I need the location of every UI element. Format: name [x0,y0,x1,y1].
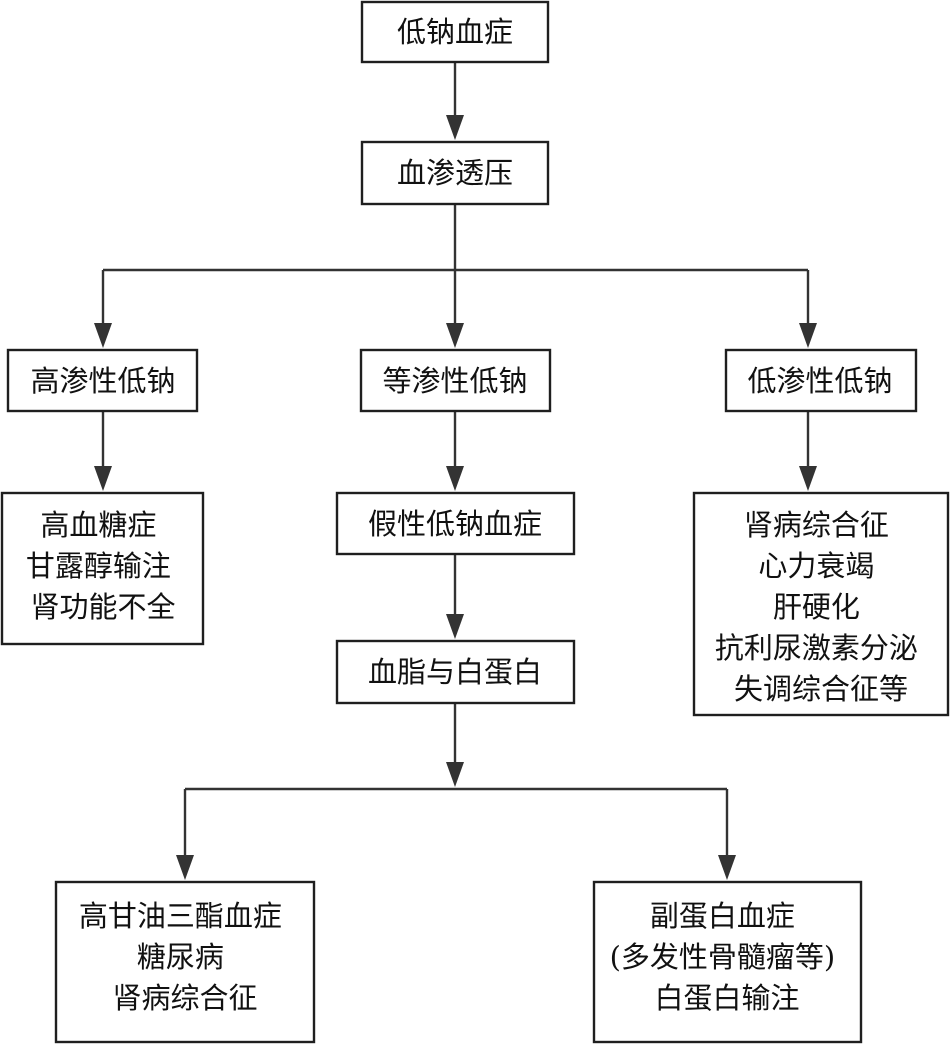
node-line: 肝硬化 [773,590,860,624]
arrowhead [176,855,194,880]
node-line: 抗利尿激素分泌 [715,631,918,665]
node-lipid-causes: 高甘油三酯血症 糖尿病 肾病综合征 [54,880,316,1044]
node-hyperosmolar-causes: 高血糖症 甘露醇输注 肾功能不全 [0,491,205,646]
node-line: 心力衰竭 [758,549,874,583]
svg-text:副蛋白血症 (多发性骨髓瘤等) 白蛋: 副蛋白血症 (多发性骨髓瘤等) 白蛋白输注 [610,899,845,1015]
node-box [54,880,316,1044]
node-line: (多发性骨髓瘤等) [610,940,836,974]
svg-text:肾病综合征 心力衰竭 肝硬化: 肾病综合征 心力衰竭 肝硬化 抗利尿激素分泌 失调综合征等 [715,508,927,706]
node-line: 副蛋白血症 [650,899,795,933]
arrowhead [446,762,464,787]
node-box [6,348,199,413]
node-lipids-protein: 血脂与白蛋白 [335,639,576,705]
node-box [359,348,552,413]
arrowhead [446,323,464,348]
svg-text:低钠血症: 低钠血症 [397,15,513,49]
svg-text:低渗性低钠: 低渗性低钠 [747,364,892,398]
node-line: 血渗透压 [397,156,513,190]
node-line: 肾病综合征 [112,981,257,1015]
arrowhead [446,614,464,639]
node-line: 肾病综合征 [744,508,889,542]
node-box [692,491,950,717]
node-line: 低钠血症 [397,15,513,49]
arrowhead [799,323,817,348]
node-box [360,0,550,64]
node-line: 血脂与白蛋白 [368,655,542,689]
arrowhead [94,323,112,348]
node-line: 高血糖症 [40,508,156,542]
node-box [360,140,550,206]
svg-text:高渗性低钠: 高渗性低钠 [30,364,175,398]
node-box [592,880,863,1044]
node-isosmolar: 等渗性低钠 [359,348,552,413]
node-line: 糖尿病 [137,940,224,974]
node-box [335,639,576,705]
svg-text:等渗性低钠: 等渗性低钠 [382,364,527,398]
node-hyponatremia: 低钠血症 [360,0,550,64]
node-hyperosmolar: 高渗性低钠 [6,348,199,413]
node-line: 高甘油三酯血症 [79,899,282,933]
svg-text:血渗透压: 血渗透压 [397,156,513,190]
svg-text:高血糖症 甘露醇输注 肾功能不全: 高血糖症 甘露醇输注 肾功能不全 [26,508,180,624]
node-line: 等渗性低钠 [382,364,527,398]
node-box [0,491,205,646]
svg-text:假性低钠血症: 假性低钠血症 [368,507,542,541]
node-box [724,348,918,413]
arrowhead [718,855,736,880]
node-hyposmolar: 低渗性低钠 [724,348,918,413]
node-line: 假性低钠血症 [368,507,542,541]
arrowhead [799,466,817,491]
connectors [94,62,817,880]
node-line: 高渗性低钠 [30,364,175,398]
node-line: 失调综合征等 [734,672,908,706]
svg-text:高甘油三酯血症 糖尿病 肾病综合征: 高甘油三酯血症 糖尿病 肾病综合征 [79,899,291,1015]
node-box [335,491,576,556]
node-protein-causes: 副蛋白血症 (多发性骨髓瘤等) 白蛋白输注 [592,880,863,1044]
node-line: 肾功能不全 [30,590,175,624]
node-line: 甘露醇输注 [26,549,171,583]
node-plasma-osmolality: 血渗透压 [360,140,550,206]
node-line: 白蛋白输注 [654,981,799,1015]
arrowhead [446,115,464,140]
svg-text:血脂与白蛋白: 血脂与白蛋白 [368,655,542,689]
node-hyposmolar-causes: 肾病综合征 心力衰竭 肝硬化 抗利尿激素分泌 失调综合征等 [692,491,950,717]
node-line: 低渗性低钠 [747,364,892,398]
node-pseudohyponatremia: 假性低钠血症 [335,491,576,556]
arrowhead [94,466,112,491]
arrowhead [446,466,464,491]
